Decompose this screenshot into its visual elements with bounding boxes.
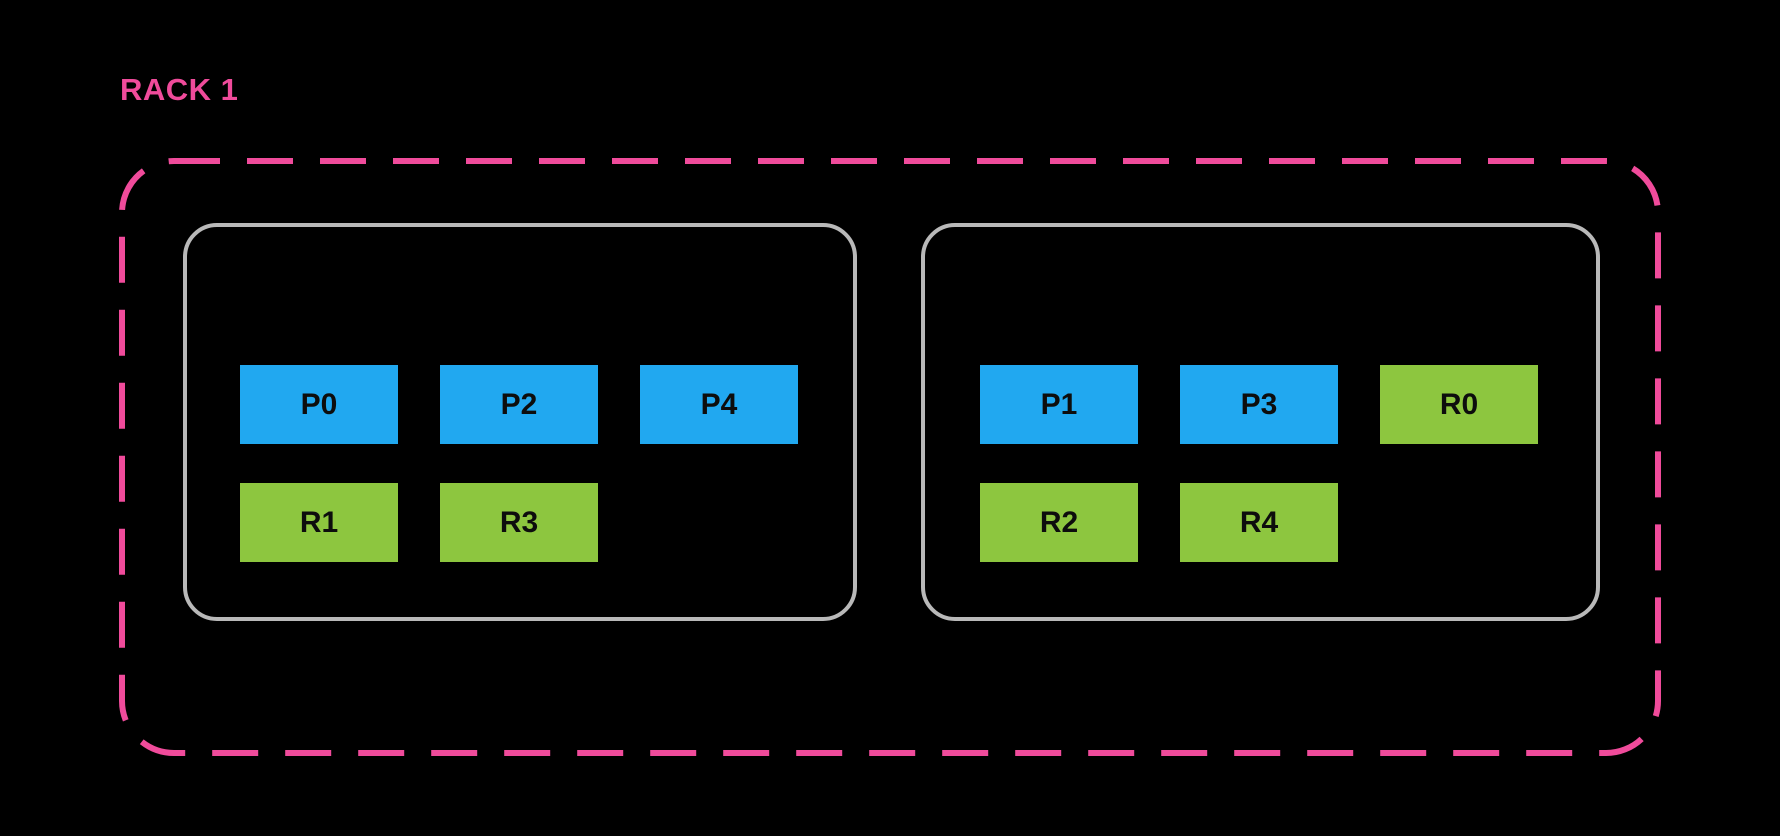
rack-dashed-border-rect — [119, 158, 1661, 756]
node1-bottom-row: R1 R3 — [240, 483, 853, 562]
replica-box-r4: R4 — [1180, 483, 1338, 562]
partition-box-p0: P0 — [240, 365, 398, 444]
partition-box-p1: P1 — [980, 365, 1138, 444]
node1-top-row: P0 P2 P4 — [240, 365, 853, 444]
rack-title: RACK 1 — [120, 72, 239, 107]
node2-top-row: P1 P3 R0 — [980, 365, 1596, 444]
partition-box-p3: P3 — [1180, 365, 1338, 444]
replica-box-r3: R3 — [440, 483, 598, 562]
partition-box-p4: P4 — [640, 365, 798, 444]
replica-box-r1: R1 — [240, 483, 398, 562]
host-node-1: P0 P2 P4 R1 R3 — [183, 223, 857, 621]
node2-bottom-row: R2 R4 — [980, 483, 1596, 562]
host-node-2: P1 P3 R0 R2 R4 — [921, 223, 1600, 621]
replica-box-r0: R0 — [1380, 365, 1538, 444]
partition-box-p2: P2 — [440, 365, 598, 444]
rack-dashed-border — [119, 158, 1661, 756]
replica-box-r2: R2 — [980, 483, 1138, 562]
